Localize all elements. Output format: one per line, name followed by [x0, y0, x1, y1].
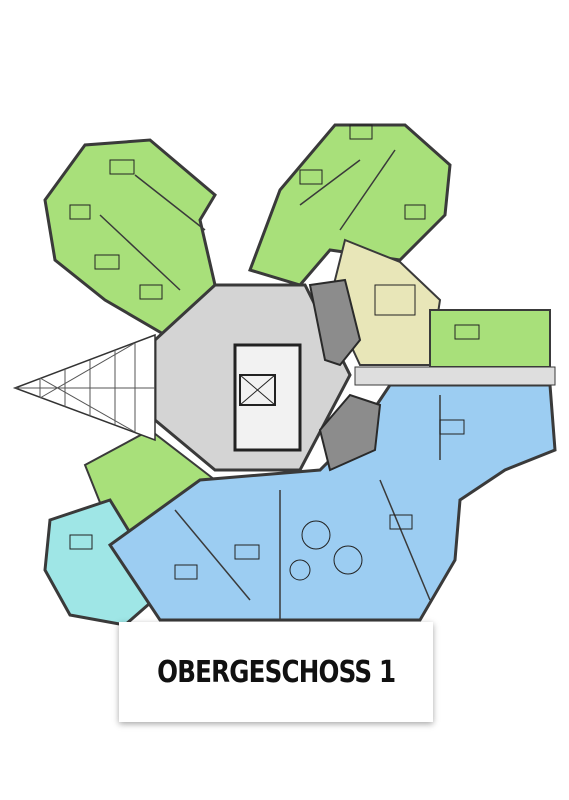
sanitary-south[interactable]: [318, 393, 382, 472]
sanitary-north[interactable]: [308, 278, 362, 367]
glass-atrium: [12, 333, 156, 442]
floor-label-box: OBERGESCHOSS 1: [119, 622, 433, 722]
zone-blue-south[interactable]: [107, 383, 557, 622]
corridor-east: [354, 366, 556, 386]
floor-title: OBERGESCHOSS 1: [156, 654, 396, 690]
zone-green-east[interactable]: [429, 309, 551, 368]
stairwell[interactable]: [233, 343, 302, 452]
zone-green-northwest[interactable]: [43, 138, 217, 337]
floor-plan: [12, 123, 557, 627]
